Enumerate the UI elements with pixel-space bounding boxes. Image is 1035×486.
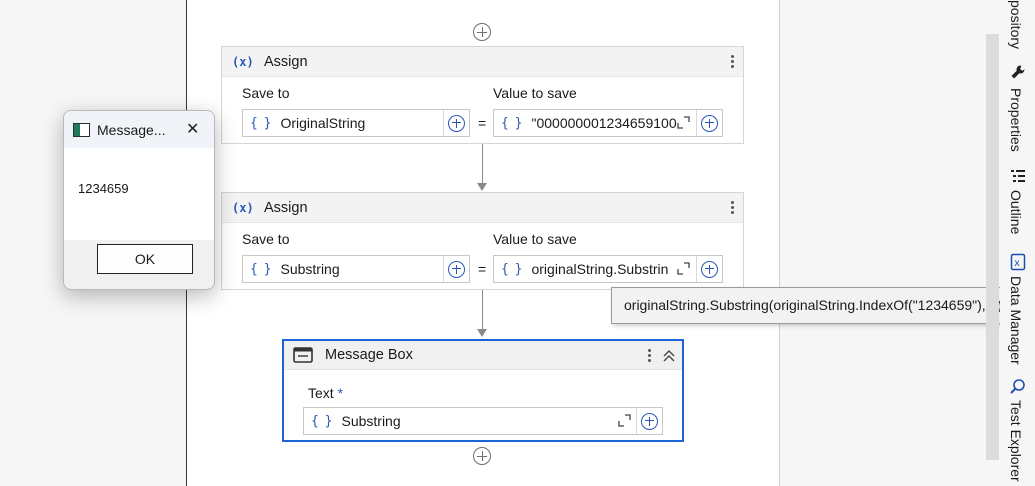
message-box-title: Message Box bbox=[325, 347, 413, 363]
svg-text:x: x bbox=[1014, 258, 1020, 269]
tab-properties[interactable]: Properties bbox=[1008, 88, 1024, 152]
add-activity-top-icon[interactable] bbox=[473, 23, 491, 41]
expand-editor-icon[interactable] bbox=[677, 116, 690, 129]
connector-arrow-icon bbox=[477, 183, 487, 191]
vertical-scrollbar[interactable] bbox=[986, 34, 999, 460]
save-to-label: Save to bbox=[242, 231, 290, 247]
text-field[interactable]: { } Substring bbox=[303, 407, 663, 435]
assign-1-title: Assign bbox=[264, 53, 308, 70]
message-box-icon bbox=[293, 347, 313, 363]
value-to-save-label: Value to save bbox=[493, 231, 577, 247]
data-manager-icon: x bbox=[1010, 253, 1026, 271]
tab-outline[interactable]: Outline bbox=[1008, 190, 1024, 235]
equals-sign: = bbox=[478, 115, 487, 131]
save-to-value: Substring bbox=[280, 261, 340, 277]
save-to-label: Save to bbox=[242, 85, 290, 101]
assign-activity-1[interactable]: (x) Assign Save to Value to save { } Ori… bbox=[221, 46, 744, 144]
kebab-menu-icon[interactable] bbox=[729, 53, 735, 71]
save-to-value: OriginalString bbox=[280, 115, 366, 131]
assign-icon: (x) bbox=[232, 200, 254, 215]
text-label: Text * bbox=[308, 385, 344, 401]
tab-data-manager[interactable]: Data Manager bbox=[1008, 276, 1024, 365]
value-to-save-text: "000000001234659100 bbox=[531, 115, 677, 131]
expression-braces-icon: { } bbox=[250, 261, 272, 277]
equals-sign: = bbox=[478, 261, 487, 277]
add-value-button[interactable] bbox=[696, 110, 722, 136]
add-activity-bottom-icon[interactable] bbox=[473, 447, 491, 465]
text-field-value: Substring bbox=[341, 413, 401, 429]
test-explorer-icon bbox=[1010, 379, 1025, 394]
dialog-message: 1234659 bbox=[78, 181, 129, 196]
kebab-menu-icon[interactable] bbox=[646, 347, 652, 365]
sequence-connector bbox=[482, 144, 483, 184]
value-to-save-field[interactable]: { } originalString.Substrin bbox=[493, 255, 723, 283]
message-box-header[interactable]: Message Box bbox=[284, 341, 682, 370]
kebab-menu-icon[interactable] bbox=[729, 199, 735, 217]
expression-braces-icon: { } bbox=[250, 115, 272, 131]
expression-tooltip: originalString.Substring(originalString.… bbox=[611, 287, 1023, 324]
value-to-save-field[interactable]: { } "000000001234659100 bbox=[493, 109, 723, 137]
add-icon bbox=[448, 260, 465, 278]
add-value-button[interactable] bbox=[696, 256, 722, 282]
close-icon[interactable]: ✕ bbox=[186, 121, 200, 138]
dialog-title: Message... bbox=[97, 122, 166, 138]
add-variable-button[interactable] bbox=[443, 256, 469, 282]
message-box-activity[interactable]: Message Box Text * { } Substring bbox=[282, 339, 684, 442]
dialog-title-bar[interactable]: Message... ✕ bbox=[64, 111, 214, 148]
save-to-field[interactable]: { } OriginalString bbox=[242, 109, 470, 137]
collapse-icon[interactable] bbox=[662, 349, 676, 363]
tab-repository[interactable]: pository bbox=[1008, 0, 1024, 50]
expand-editor-icon[interactable] bbox=[618, 414, 631, 427]
expression-braces-icon: { } bbox=[501, 115, 523, 131]
outline-icon bbox=[1011, 170, 1025, 182]
right-panel-tabs: pository Properties Outline x Data Manag… bbox=[1000, 0, 1035, 486]
add-icon bbox=[701, 114, 718, 132]
add-icon bbox=[701, 260, 718, 278]
assign-1-header[interactable]: (x) Assign bbox=[222, 47, 743, 77]
expand-editor-icon[interactable] bbox=[677, 262, 690, 275]
value-to-save-text: originalString.Substrin bbox=[531, 261, 669, 277]
sequence-connector bbox=[482, 290, 483, 330]
value-to-save-label: Value to save bbox=[493, 85, 577, 101]
message-dialog[interactable]: Message... ✕ 1234659 OK bbox=[63, 110, 215, 290]
expression-braces-icon: { } bbox=[501, 261, 523, 277]
connector-arrow-icon bbox=[477, 329, 487, 337]
assign-icon: (x) bbox=[232, 54, 254, 69]
add-icon bbox=[448, 114, 465, 132]
dialog-body: 1234659 bbox=[64, 148, 214, 240]
add-variable-button[interactable] bbox=[443, 110, 469, 136]
save-to-field[interactable]: { } Substring bbox=[242, 255, 470, 283]
expression-braces-icon: { } bbox=[311, 413, 333, 429]
ok-button[interactable]: OK bbox=[97, 244, 193, 274]
assign-activity-2[interactable]: (x) Assign Save to Value to save { } Sub… bbox=[221, 192, 744, 290]
tab-test-explorer[interactable]: Test Explorer bbox=[1008, 400, 1024, 482]
wrench-icon bbox=[1011, 65, 1025, 79]
add-icon bbox=[641, 412, 658, 430]
window-icon bbox=[73, 123, 90, 137]
assign-2-header[interactable]: (x) Assign bbox=[222, 193, 743, 223]
assign-2-title: Assign bbox=[264, 199, 308, 216]
add-text-button[interactable] bbox=[636, 408, 662, 434]
